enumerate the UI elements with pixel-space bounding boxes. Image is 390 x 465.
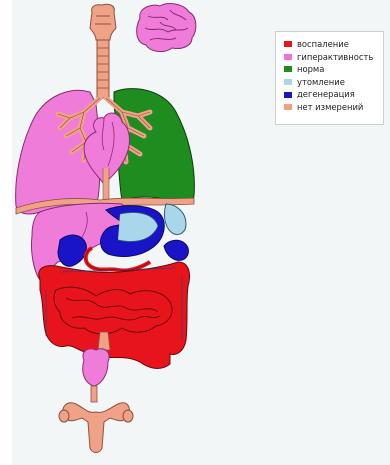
legend-swatch xyxy=(284,54,292,60)
legend-label: воспаление xyxy=(297,40,349,48)
legend-label: гиперактивность xyxy=(297,53,373,61)
legend-item-degeneration: дегенерация xyxy=(284,88,379,101)
legend-label: нет измерений xyxy=(297,103,363,111)
reproductive-organs[interactable] xyxy=(59,403,133,453)
spleen[interactable] xyxy=(164,204,186,235)
larynx[interactable] xyxy=(90,4,116,40)
legend-label: дегенерация xyxy=(297,90,355,98)
legend-item-inflammation: воспаление xyxy=(284,38,379,51)
stomach[interactable] xyxy=(101,206,165,257)
legend-item-normal: норма xyxy=(284,63,379,76)
legend-item-no-measurements: нет измерений xyxy=(284,101,379,114)
legend-item-fatigue: утомление xyxy=(284,76,379,89)
legend-item-hyperactivity: гиперактивность xyxy=(284,51,379,64)
bladder[interactable] xyxy=(83,349,109,402)
legend-label: норма xyxy=(297,65,324,73)
legend-swatch xyxy=(284,66,292,72)
rectum[interactable] xyxy=(98,332,110,350)
legend: воспаление гиперактивность норма утомлен… xyxy=(275,31,384,125)
trachea[interactable] xyxy=(97,40,109,98)
legend-label: утомление xyxy=(297,78,345,86)
legend-swatch xyxy=(284,41,292,47)
brain[interactable] xyxy=(137,4,196,52)
legend-swatch xyxy=(284,79,292,85)
legend-swatch xyxy=(284,104,292,110)
legend-swatch xyxy=(284,92,292,98)
